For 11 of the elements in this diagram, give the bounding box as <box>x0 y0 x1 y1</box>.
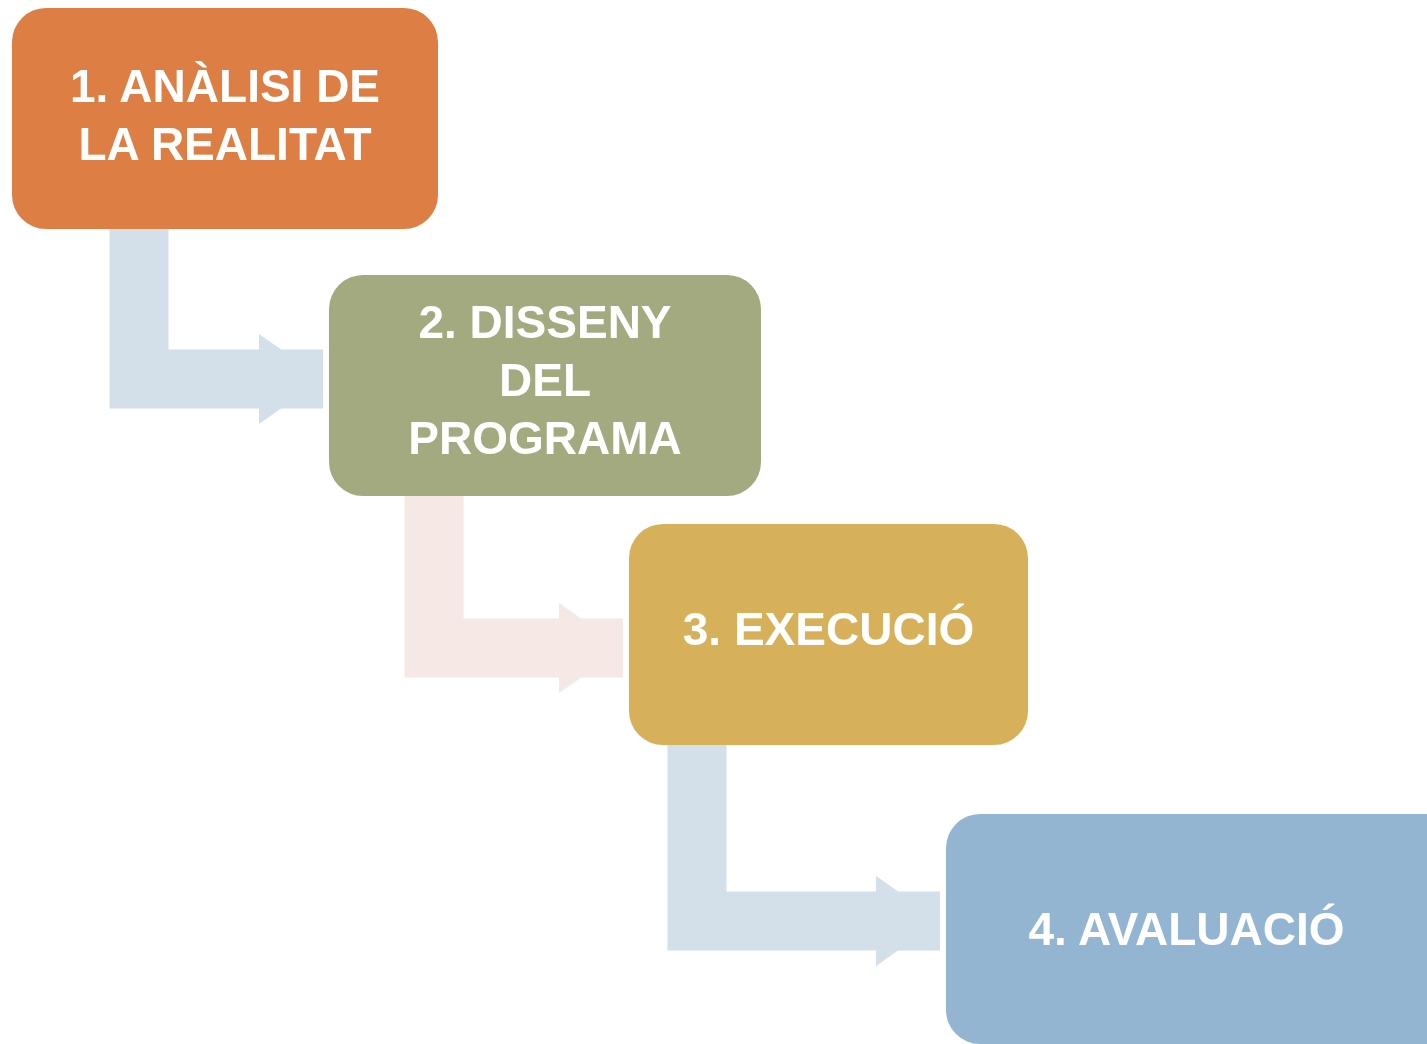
process-box <box>629 524 1028 745</box>
step-label: 2. DISSENY DEL PROGRAMA <box>407 294 683 466</box>
process-box <box>946 814 1427 1044</box>
step-label: 1. ANÀLISI DE LA REALITAT <box>68 58 382 172</box>
bent-arrow <box>667 745 940 966</box>
step-label: 4. AVALUACIÓ <box>1028 902 1345 957</box>
process-box <box>329 275 761 496</box>
step-label: 3. EXECUCIÓ <box>682 601 975 657</box>
bent-arrow <box>109 229 323 424</box>
bent-arrow <box>404 496 623 693</box>
process-box <box>12 8 438 229</box>
